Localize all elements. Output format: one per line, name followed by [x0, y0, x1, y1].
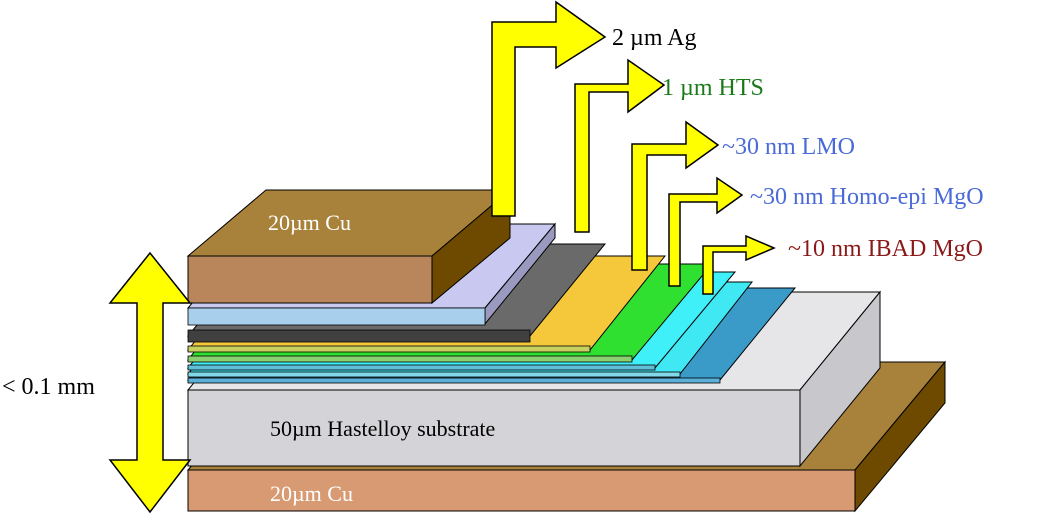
ibad-mgo-arrow-icon: [702, 234, 776, 295]
ibad-mgo-front-face: [187, 371, 681, 378]
hts-front-face: [187, 329, 531, 343]
lmo-arrow-icon: [631, 120, 720, 271]
lmo-callout-arrow: [631, 120, 720, 271]
double-arrow-icon: [108, 251, 192, 514]
ag-arrow-icon: [491, 0, 607, 217]
cu-bottom-label: 20µm Cu: [270, 481, 353, 506]
hastelloy-label: 50µm Hastelloy substrate: [270, 416, 495, 441]
thickness-label: < 0.1 mm: [2, 374, 95, 400]
hts-label: 1 µm HTS: [662, 75, 764, 101]
homo-epi-mgo-arrow-icon: [668, 176, 744, 287]
ibad-mgo-label: ~10 nm IBAD MgO: [788, 236, 983, 262]
buffer-front-face: [187, 377, 721, 384]
lmo-front-face: [187, 355, 633, 363]
homo-epi-mgo-label: ~30 nm Homo-epi MgO: [750, 184, 984, 210]
hts-yellow-front-face: [187, 345, 591, 353]
thickness-indicator: < 0.1 mm: [2, 251, 192, 514]
ag-front-face: [187, 307, 486, 326]
homo-epi-mgo-front-face: [187, 364, 656, 371]
hts-callout-arrow: [574, 58, 666, 233]
hastelloy-front-face: [187, 389, 801, 467]
cu-top-label: 20µm Cu: [268, 210, 351, 235]
hts-arrow-icon: [574, 58, 666, 233]
cu-top-layer: 20µm Cu: [186, 188, 512, 305]
ibad-mgo-callout-arrow: [702, 234, 776, 295]
homo-epi-mgo-callout-arrow: [668, 176, 744, 287]
lmo-label: ~30 nm LMO: [722, 134, 855, 160]
cu-top-front-face: [187, 255, 433, 304]
cu-bottom-front-face: [187, 469, 856, 512]
ag-callout-arrow: [491, 0, 607, 217]
ag-label: 2 µm Ag: [612, 25, 697, 51]
